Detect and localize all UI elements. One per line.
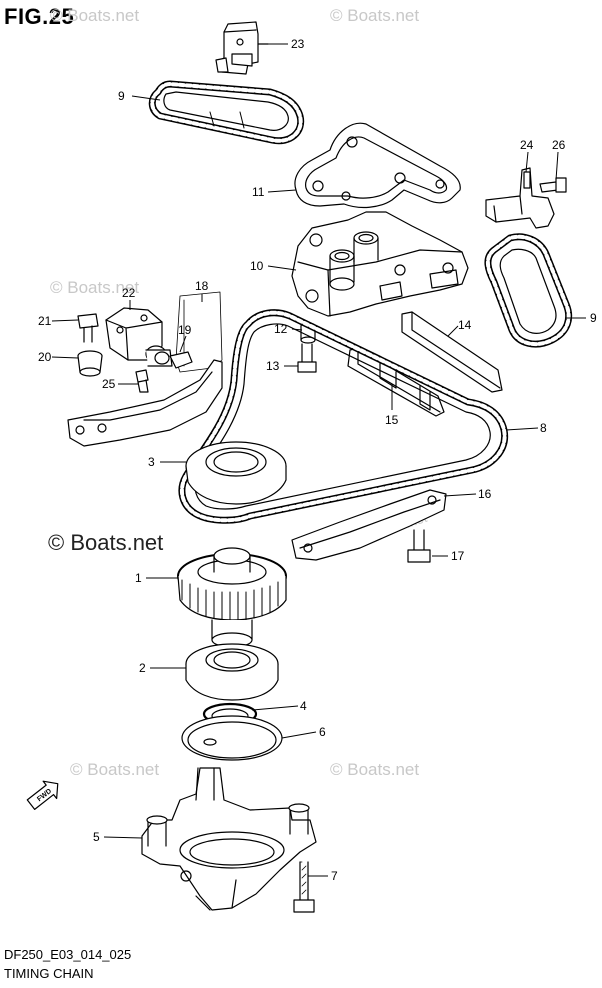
tensioner-part-23: [215, 21, 269, 75]
callout-4: 4: [300, 699, 307, 713]
callout-10: 10: [250, 259, 264, 273]
gasket-part-6: [181, 715, 283, 761]
callout-8: 8: [540, 421, 547, 435]
callout-17: 17: [451, 549, 465, 563]
callout-25: 25: [102, 377, 116, 391]
tensioner-part-22: [105, 307, 173, 367]
callout-9-right: 9: [590, 311, 597, 325]
bearing-part-2: [185, 643, 279, 701]
callout-19: 19: [178, 323, 192, 337]
watermark: © Boats.net: [50, 6, 140, 25]
gasket-part-11: [294, 122, 461, 209]
chain-guide-part-14: [401, 311, 503, 393]
bolt-part-25: [135, 369, 149, 393]
figure-title: FIG.25: [4, 4, 75, 29]
housing-part-10: [291, 211, 469, 317]
gear-part-1: [177, 547, 287, 648]
callout-24: 24: [520, 138, 534, 152]
leader-lines: [51, 43, 586, 877]
callout-2: 2: [139, 661, 146, 675]
timing-chain-part-9-upper: [148, 80, 305, 145]
bracket-part-24: [485, 167, 555, 229]
callout-5: 5: [93, 830, 100, 844]
figure-caption: TIMING CHAIN: [4, 966, 94, 981]
callout-23: 23: [291, 37, 305, 51]
watermark-dark: © Boats.net: [48, 530, 164, 555]
bolt-part-26: [539, 177, 567, 193]
clip-part-19: [169, 351, 193, 369]
timing-chain-part-8: [178, 309, 509, 524]
collar-part-20: [77, 350, 103, 377]
callout-labels: 23 9 11 24 26 10 9 18 22 21 19 12 14 20 …: [38, 37, 597, 883]
callout-3: 3: [148, 455, 155, 469]
callout-21: 21: [38, 314, 52, 328]
callout-12: 12: [274, 322, 288, 336]
timing-chain-part-9-right: [484, 233, 573, 348]
callout-1: 1: [135, 571, 142, 585]
callout-11: 11: [252, 185, 265, 199]
tensioner-slipper-part-16: [291, 489, 447, 561]
callout-6: 6: [319, 725, 326, 739]
figure-code: DF250_E03_014_025: [4, 947, 132, 962]
callout-20: 20: [38, 350, 52, 364]
bolt-part-13: [297, 343, 317, 373]
housing-part-5: [141, 767, 317, 911]
callout-18: 18: [195, 279, 209, 293]
callout-16: 16: [478, 487, 492, 501]
watermark: © Boats.net: [70, 760, 160, 779]
callout-13: 13: [266, 359, 280, 373]
callout-14: 14: [458, 318, 472, 332]
callout-9-upper: 9: [118, 89, 125, 103]
bolt-part-7: [293, 861, 315, 913]
forward-arrow-icon: [26, 780, 59, 810]
chain-guide-lower-left: [67, 359, 223, 447]
watermark: © Boats.net: [50, 278, 140, 297]
callout-7: 7: [331, 869, 338, 883]
bolt-part-17: [407, 529, 431, 563]
watermark: © Boats.net: [330, 760, 420, 779]
callout-22: 22: [122, 286, 136, 300]
callout-15: 15: [385, 413, 399, 427]
watermark: © Boats.net: [330, 6, 420, 25]
callout-26: 26: [552, 138, 566, 152]
bolt-part-21: [77, 313, 99, 343]
bearing-part-3: [185, 441, 287, 505]
